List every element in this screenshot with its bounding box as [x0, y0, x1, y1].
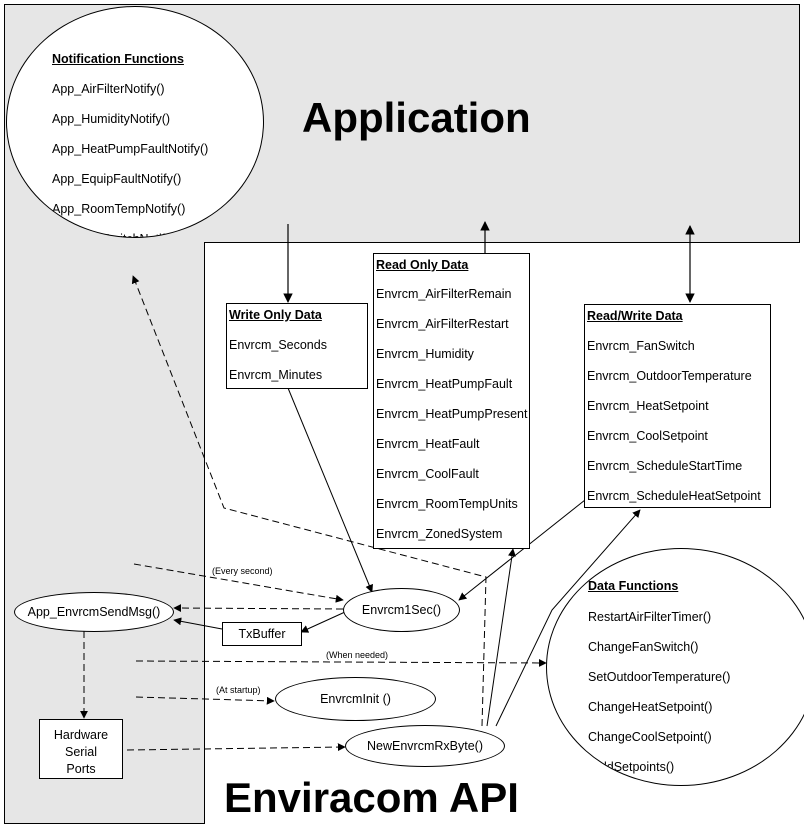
list-item: Envrcm_HeatFault: [376, 437, 480, 451]
list-item: App_EquipFaultNotify(): [52, 172, 182, 186]
list-item: Envrcm_Seconds: [229, 338, 327, 352]
list-item: Envrcm_RoomTempUnits: [376, 497, 518, 511]
one-sec-to-sendmsg-arrow: [173, 604, 344, 613]
send-msg-node: App_EnvrcmSendMsg(): [14, 592, 174, 632]
list-item: Envrcm_ZonedSystem: [376, 527, 503, 541]
read-only-list: Envrcm_AirFilterRemain Envrcm_AirFilterR…: [376, 279, 528, 548]
api-title: Enviracom API: [224, 774, 519, 821]
txbuffer-node: TxBuffer: [222, 622, 302, 646]
read-only-header: Read Only Data: [376, 258, 469, 272]
txbuffer-to-sendmsg-arrow: [173, 617, 223, 630]
notification-functions-list: App_AirFilterNotify() App_HumidityNotify…: [52, 74, 209, 237]
every-second-arrow: [133, 563, 344, 603]
write-only-data-box: Write Only Data Envrcm_Seconds Envrcm_Mi…: [226, 303, 368, 389]
list-item: Envrcm_HeatPumpPresent: [376, 407, 528, 421]
list-item: Envrcm_Minutes: [229, 368, 323, 382]
at-startup-label: (At startup): [216, 685, 261, 695]
when-needed-arrow: [135, 658, 547, 667]
list-item: Envrcm_HeatPumpFault: [376, 377, 513, 391]
read-write-to-one-sec-arrow: [458, 499, 586, 601]
list-item: ChangeCoolSetpoint(): [588, 730, 712, 744]
rx-to-read-write-arrow: [495, 509, 641, 727]
write-only-header: Write Only Data: [229, 308, 322, 322]
read-write-header: Read/Write Data: [587, 309, 683, 323]
read-only-data-box: Read Only Data Envrcm_AirFilterRemain En…: [373, 253, 530, 549]
rx-to-notification-arrow: [131, 275, 487, 727]
list-item: App_RoomTempNotify(): [52, 202, 186, 216]
list-item: Envrcm_FanSwitch: [587, 339, 695, 353]
list-item: App_HeatPumpFaultNotify(): [52, 142, 209, 156]
list-item: Envrcm_CoolFault: [376, 467, 479, 481]
at-startup-arrow: [135, 696, 275, 705]
hardware-serial-ports-node: Hardware Serial Ports: [39, 719, 123, 779]
list-item: App_HumidityNotify(): [52, 112, 171, 126]
data-functions-circle: Data Functions RestartAirFilterTimer() C…: [546, 548, 804, 786]
read-write-data-box: Read/Write Data Envrcm_FanSwitch Envrcm_…: [584, 304, 771, 508]
read-write-list: Envrcm_FanSwitch Envrcm_OutdoorTemperatu…: [587, 331, 761, 507]
data-functions-list: RestartAirFilterTimer() ChangeFanSwitch(…: [588, 602, 730, 782]
notification-functions-header: Notification Functions: [52, 52, 184, 66]
notification-functions-circle: Notification Functions App_AirFilterNoti…: [6, 6, 264, 238]
list-item: Envrcm_ScheduleHeatSetpoint: [587, 489, 761, 503]
one-sec-to-txbuffer-arrow: [300, 611, 346, 633]
list-item: ChangeHeatSetpoint(): [588, 700, 713, 714]
one-sec-node: Envrcm1Sec(): [343, 588, 460, 632]
application-title: Application: [302, 94, 531, 141]
when-needed-label: (When needed): [326, 650, 389, 660]
list-item: SetOutdoorTemperature(): [588, 670, 731, 684]
list-item: Envrcm_CoolSetpoint: [587, 429, 708, 443]
list-item: Envrcm_HeatSetpoint: [587, 399, 709, 413]
list-item: ChangeFanSwitch(): [588, 640, 699, 654]
list-item: App_AirFilterNotify(): [52, 82, 165, 96]
list-item: HoldSetpoints(): [588, 760, 675, 774]
rx-to-read-only-arrow: [486, 548, 516, 727]
every-second-label: (Every second): [212, 566, 273, 576]
list-item: Envrcm_AirFilterRemain: [376, 287, 512, 301]
list-item: Envrcm_ScheduleStartTime: [587, 459, 743, 473]
list-item: App_FanSwitchNotify(): [52, 224, 208, 237]
list-item: Envrcm_Humidity: [376, 347, 474, 361]
list-item: Envrcm_OutdoorTemperature: [587, 369, 752, 383]
write-only-list: Envrcm_Seconds Envrcm_Minutes: [229, 330, 327, 388]
data-functions-header: Data Functions: [588, 579, 679, 593]
rx-byte-node: NewEnvrcmRxByte(): [345, 725, 505, 767]
list-item: Envrcm_AirFilterRestart: [376, 317, 509, 331]
write-only-to-one-sec-arrow: [287, 387, 373, 593]
list-item: RestartAirFilterTimer(): [588, 610, 712, 624]
init-node: EnvrcmInit (): [275, 677, 436, 721]
hardware-to-rx-arrow: [126, 743, 346, 752]
